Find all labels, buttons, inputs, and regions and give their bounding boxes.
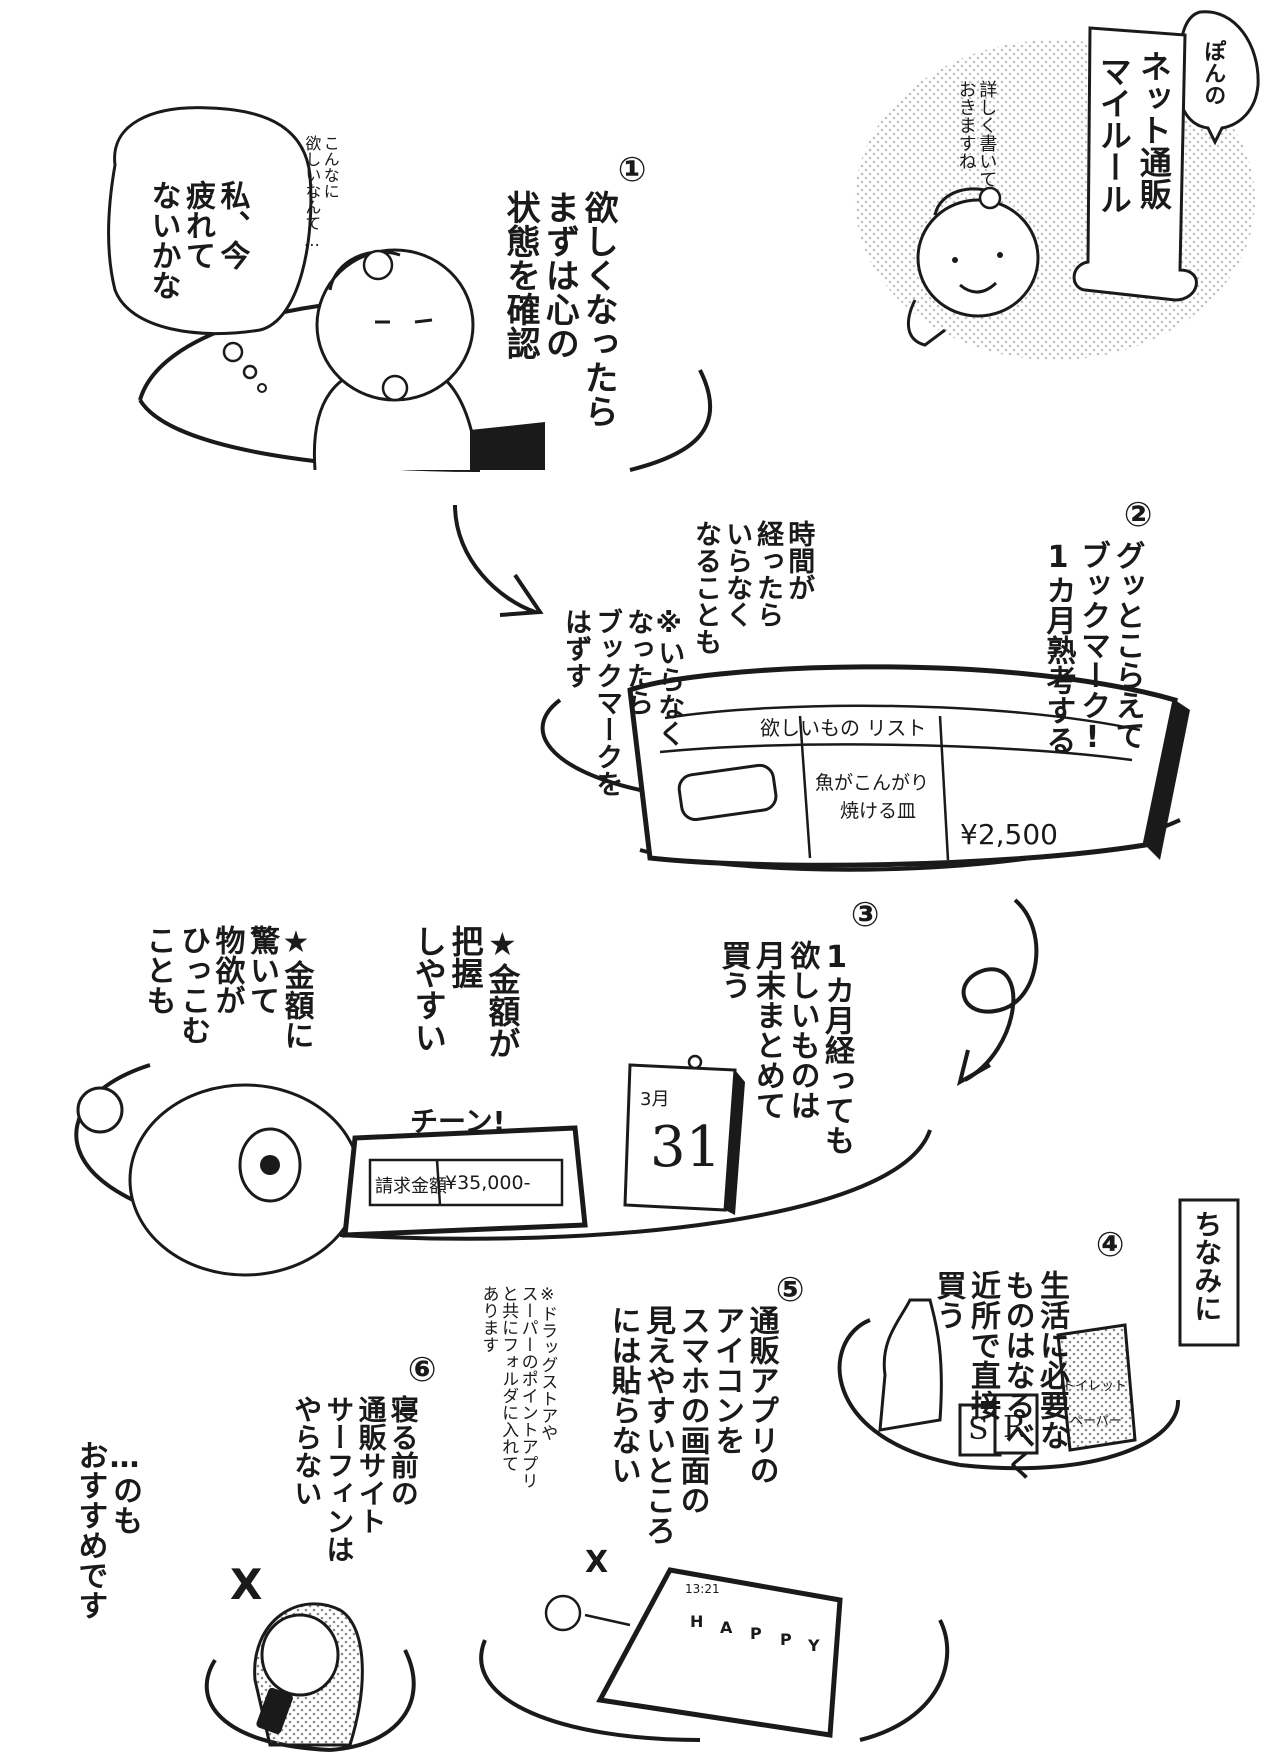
panel-6-sleeping-character — [253, 1602, 364, 1747]
panel-4-products — [878, 1298, 1137, 1457]
panel-5-caption: 通販アプリの アイコンを スマホの画面の 見えやすいところ には貼らない — [605, 1305, 779, 1545]
panel-5-floor — [479, 1639, 701, 1742]
panel-5-app-p2: P — [780, 1630, 792, 1649]
panel-3-number: ③ — [845, 895, 886, 935]
panel-5-app-a: A — [720, 1618, 733, 1637]
panel-2-list-title: 欲しいもの リスト — [760, 716, 927, 740]
panel-3-sound-effect: チーン! — [410, 1105, 506, 1138]
panel-3-point-2: ★金額に 驚いて 物欲が ひっこむ ことも — [140, 925, 314, 1050]
panel-2-item-name-1: 魚がこんがり — [815, 772, 930, 794]
panel-4-number: ④ — [1090, 1225, 1131, 1265]
panel-3-bill-screen — [342, 1125, 588, 1238]
panel-1-caption: 欲しくなったら まずは心の 状態を確認 — [500, 190, 619, 428]
panel-2-number: ② — [1118, 495, 1159, 535]
panel-2-item-name-2: 焼ける皿 — [840, 800, 917, 822]
panel-5-app-y: Y — [808, 1636, 820, 1655]
panel-1-thought-small: こんなに 欲しいなんて… — [302, 135, 340, 250]
panel-3-bill-label: 請求金額 — [375, 1176, 447, 1197]
panel-1-character — [312, 248, 480, 471]
panel-1-laptop — [470, 422, 545, 470]
title-line-2: マイルール — [1094, 55, 1133, 215]
panel-4-tag: ちなみに — [1190, 1210, 1224, 1322]
presenter-character — [906, 186, 1040, 347]
panel-5-mark: X — [585, 1545, 609, 1580]
panel-6-mark: X — [230, 1560, 263, 1609]
panel-3-caption: 1カ月経っても 欲しいものは 月末まとめて 買う — [715, 940, 855, 1155]
panel-5-number: ⑤ — [770, 1270, 811, 1310]
panel-2-floor — [540, 698, 641, 792]
panel-1-number: ① — [612, 150, 653, 190]
panel-1-thought-bubble — [107, 106, 313, 336]
panel-5-note: ※ドラッグストアや スーパーのポイントアプリ と共にフォルダに入れて あります — [478, 1285, 558, 1489]
panel-2-wishlist-screen — [627, 664, 1190, 868]
panel-4-label-r: R — [1003, 1410, 1026, 1445]
panel-3-calendar-month: 3月 — [640, 1089, 670, 1110]
panel-2-note-bookmark: ※いらなく なったら ブックマークを はずす — [560, 608, 685, 797]
panel-3-calendar-day: 31 — [650, 1115, 722, 1180]
panel-5-app-h: H — [690, 1612, 704, 1631]
panel-6-caption: 寝る前の 通販サイト サーフィンは やらない — [290, 1395, 420, 1563]
panel-4-caption: 生活に必要な ものはなるべく 近所で直接 買う — [930, 1270, 1070, 1480]
title-scroll — [1072, 26, 1198, 302]
panel-4-package-2: ペーパー — [1070, 1414, 1122, 1429]
panel-3-point-1: ★金額が 把握 しやすい — [409, 925, 522, 1059]
panel-2-item-price: ¥2,500 — [960, 818, 1058, 851]
panel-1-thought-text: 私、今 疲れて ないかな — [145, 180, 250, 300]
panel-3-bill-amount: ¥35,000- — [445, 1172, 531, 1194]
panel-6-number: ⑥ — [402, 1350, 443, 1390]
intro-caption: 詳しく書いておきますね — [955, 80, 998, 188]
title-prefix: ぽんの — [1200, 40, 1226, 106]
ending-caption: …のも おすすめです — [72, 1440, 143, 1620]
panel-4-floor — [837, 1318, 961, 1467]
panel-5-phone — [544, 1567, 843, 1738]
panel-2-note-time: 時間が 経ったら いらなく なることも — [690, 520, 815, 655]
arrow-2 — [961, 898, 1039, 1082]
title-line-1: ネット通販 — [1134, 50, 1173, 210]
panel-5-app-p1: P — [750, 1624, 762, 1643]
panel-3-character — [76, 1083, 362, 1277]
aside-tag-box — [1178, 1198, 1240, 1347]
panel-4-package-1: トイレット — [1062, 1379, 1128, 1394]
arrow-1 — [453, 504, 536, 614]
panel-4-label-s: S — [968, 1412, 989, 1447]
panel-3-calendar — [623, 1054, 745, 1215]
panel-5-phone-time: 13:21 — [685, 1582, 720, 1596]
panel-2-caption: グッとこらえて ブックマーク! 1カ月熟考する — [1040, 540, 1145, 755]
